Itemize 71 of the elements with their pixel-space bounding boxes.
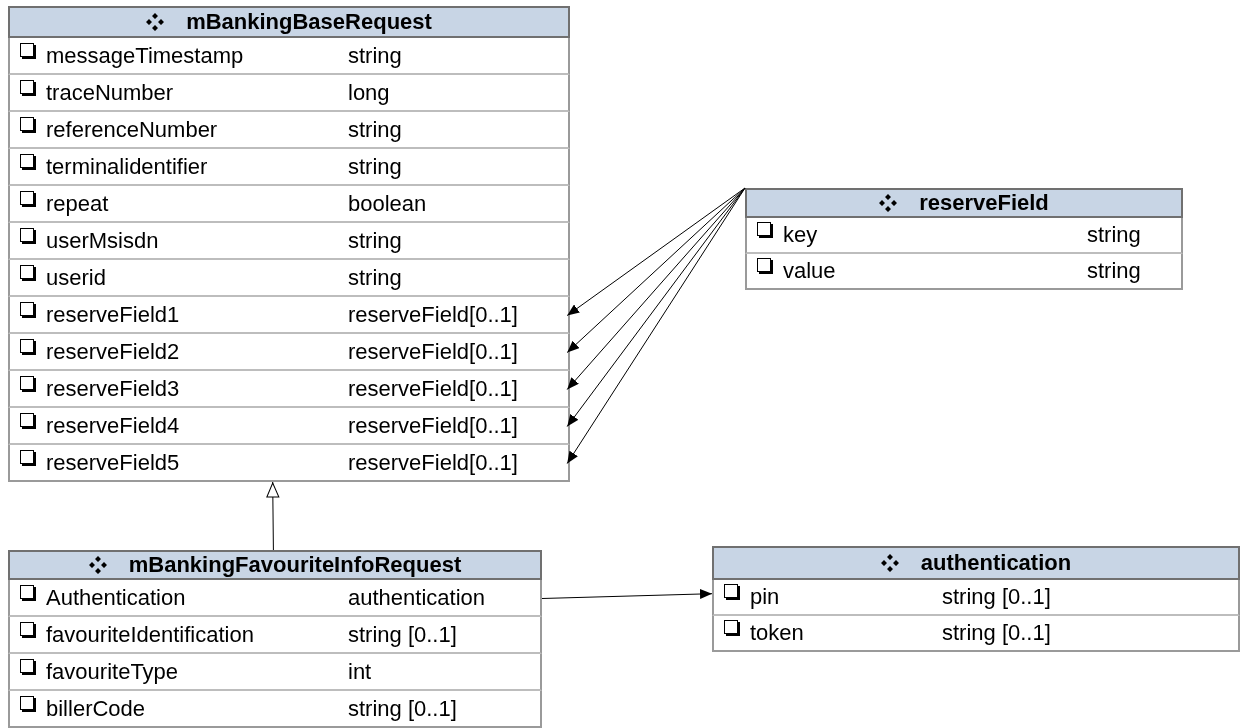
attribute-row <box>8 445 570 482</box>
attribute-row <box>712 580 1240 616</box>
attribute-row <box>8 617 542 654</box>
attribute-name: reserveField4 <box>46 412 180 439</box>
attribute-type: string [0..1] <box>348 695 457 722</box>
attribute-row <box>745 254 1183 290</box>
attribute-name: value <box>783 258 836 284</box>
attribute-type: reserveField[0..1] <box>348 449 518 476</box>
attribute-name: terminalidentifier <box>46 153 208 180</box>
attribute-type: string <box>348 264 402 291</box>
attribute-row <box>8 371 570 408</box>
attribute-type: reserveField[0..1] <box>348 412 518 439</box>
attribute-name: traceNumber <box>46 79 174 106</box>
attribute-name: reserveField2 <box>46 338 180 365</box>
attribute-type: string <box>348 42 402 69</box>
attribute-name: billerCode <box>46 695 146 722</box>
attribute-type: string <box>1087 258 1141 284</box>
association-arrow <box>566 187 746 316</box>
attribute-row <box>8 408 570 445</box>
attribute-row <box>8 112 570 149</box>
attribute-name: reserveField5 <box>46 449 180 476</box>
attribute-row <box>8 580 542 617</box>
attribute-type: reserveField[0..1] <box>348 338 518 365</box>
class-name: authentication <box>920 550 1072 576</box>
attribute-type: string <box>1087 222 1141 248</box>
attribute-name: favouriteType <box>46 658 179 685</box>
attribute-row <box>8 654 542 691</box>
association-arrow <box>541 589 713 600</box>
attribute-row <box>8 223 570 260</box>
attribute-type: reserveField[0..1] <box>348 375 518 402</box>
inheritance-arrow <box>266 481 280 551</box>
attribute-name: reserveField1 <box>46 301 180 328</box>
attribute-type: string <box>348 227 402 254</box>
attribute-name: token <box>750 620 804 646</box>
class-name: mBankingBaseRequest <box>186 9 432 35</box>
attribute-name: Authentication <box>46 584 186 611</box>
attribute-row <box>8 297 570 334</box>
attribute-row <box>712 616 1240 652</box>
attribute-type: string <box>348 116 402 143</box>
attribute-row <box>8 691 542 728</box>
attribute-name: pin <box>750 584 780 610</box>
attribute-row <box>8 186 570 223</box>
attribute-type: string [0..1] <box>942 584 1051 610</box>
attribute-row <box>8 75 570 112</box>
attribute-name: repeat <box>46 190 109 217</box>
attribute-name: reserveField3 <box>46 375 180 402</box>
attribute-row <box>745 218 1183 254</box>
attribute-type: int <box>348 658 372 685</box>
attribute-type: string [0..1] <box>348 621 457 648</box>
attribute-name: userMsisdn <box>46 227 159 254</box>
attribute-name: favouriteIdentification <box>46 621 254 648</box>
attribute-name: userid <box>46 264 106 291</box>
class-name: reserveField <box>919 190 1049 216</box>
attribute-row <box>8 149 570 186</box>
attribute-type: string [0..1] <box>942 620 1051 646</box>
attribute-type: boolean <box>348 190 427 217</box>
attribute-type: long <box>348 79 390 106</box>
attribute-name: messageTimestamp <box>46 42 244 69</box>
attribute-name: key <box>783 222 818 248</box>
class-box <box>745 188 1183 290</box>
attribute-name: referenceNumber <box>46 116 218 143</box>
attribute-type: reserveField[0..1] <box>348 301 518 328</box>
attribute-row <box>8 260 570 297</box>
class-box <box>8 6 570 482</box>
class-box <box>8 550 542 728</box>
attribute-row <box>8 334 570 371</box>
class-name: mBankingFavouriteInfoRequest <box>128 552 462 578</box>
attribute-type: authentication <box>348 584 485 611</box>
attribute-type: string <box>348 153 402 180</box>
class-box <box>712 546 1240 652</box>
attribute-row <box>8 38 570 75</box>
